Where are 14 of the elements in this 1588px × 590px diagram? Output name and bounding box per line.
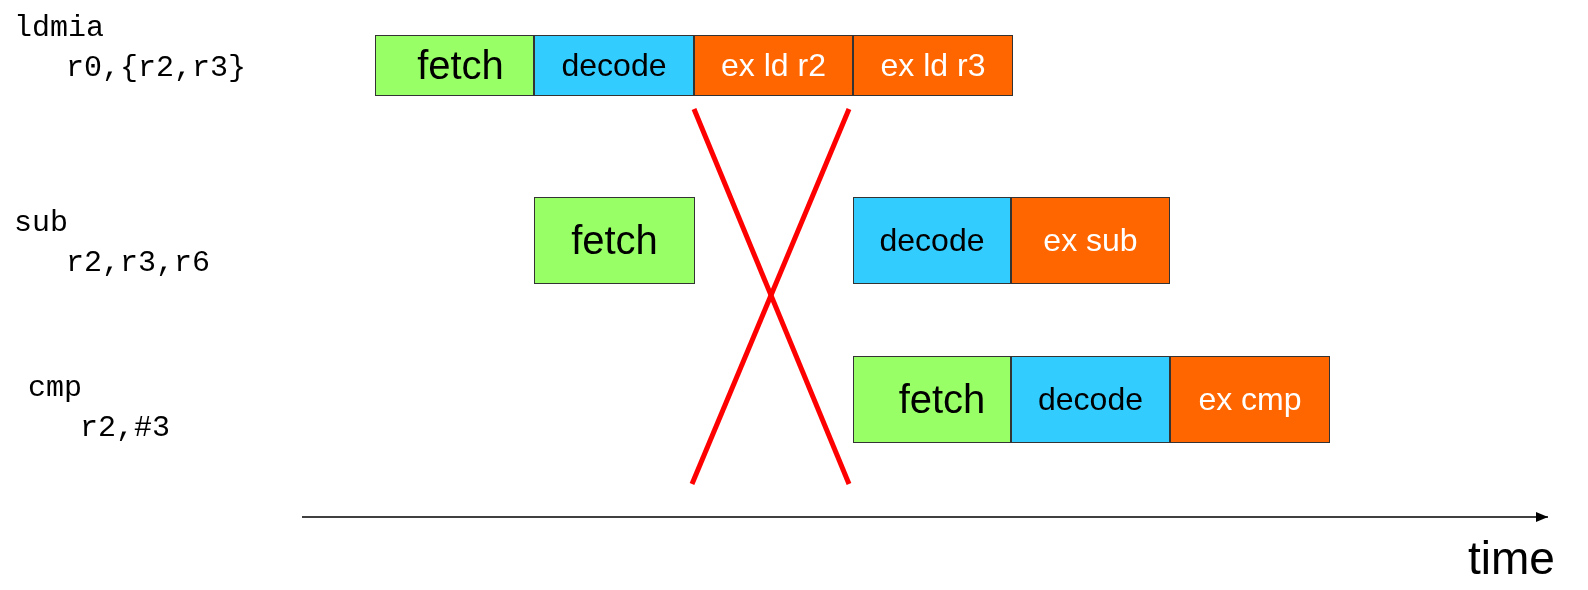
instruction-label: ldmia r0,{r2,r3} (14, 10, 248, 87)
fetch-stage-box: fetch (853, 356, 1011, 443)
decode-stage-box: decode (1011, 356, 1170, 443)
execute-stage-box: ex ld r3 (853, 35, 1013, 96)
fetch-stage-box: fetch (534, 197, 695, 284)
axis-label: time (1468, 532, 1555, 584)
execute-stage-box: ex sub (1011, 197, 1170, 284)
execute-stage-box: ex ld r2 (694, 35, 853, 96)
decode-stage-box: decode (853, 197, 1011, 284)
decode-stage-box: decode (534, 35, 694, 96)
execute-stage-box: ex cmp (1170, 356, 1330, 443)
fetch-stage-box: fetch (375, 35, 534, 96)
instruction-label: sub r2,r3,r6 (14, 205, 212, 282)
instruction-label: cmp r2,#3 (28, 370, 171, 447)
